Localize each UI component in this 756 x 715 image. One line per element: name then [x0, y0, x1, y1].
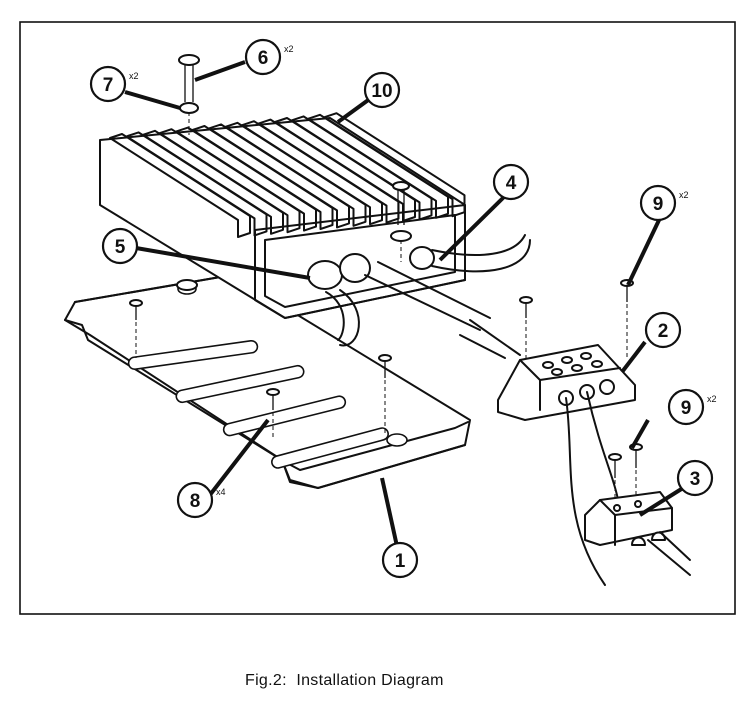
mounting-bracket [64, 274, 471, 489]
bracket-slot [175, 364, 305, 404]
heatsink-fin [323, 112, 466, 218]
callout-number: 5 [115, 237, 126, 258]
callout-circle [381, 541, 419, 579]
callout-circle [676, 459, 714, 497]
heatsink-fin [109, 133, 251, 238]
assembly-guide-lines [135, 112, 637, 505]
heatsink-fin [191, 125, 334, 230]
bracket-slot [127, 339, 259, 371]
heatsink-fin [290, 115, 433, 221]
callout-quantity: x2 [707, 394, 717, 404]
callout-7: 7 x2 [89, 65, 139, 103]
cable-gland [307, 260, 343, 290]
cable-gland-nut [339, 253, 371, 283]
heatsink-fin [241, 120, 383, 226]
cable-gland [409, 246, 435, 270]
callout-number: 2 [658, 321, 669, 342]
heatsink-fin [158, 128, 301, 234]
bracket-slot [271, 427, 389, 469]
heatsink-fin [307, 113, 449, 219]
callout-5: 5 [101, 227, 139, 265]
callout-number: 6 [258, 48, 269, 69]
callout-number: 3 [690, 469, 701, 490]
callout-9: 9 x2 [639, 184, 689, 222]
bracket-mount-hole [386, 433, 408, 447]
heatsink-fin [125, 131, 268, 237]
callouts: 1 2 3 4 5 6 x2 7 x2 8 x4 9 x2 9 x2 10 [89, 38, 717, 579]
callout-circle [644, 311, 682, 349]
callout-circle [492, 163, 530, 201]
heatsink-fin [175, 126, 317, 232]
callout-8: 8 x4 [176, 481, 226, 519]
figure-caption: Fig.2: Installation Diagram [245, 672, 444, 690]
callout-quantity: x2 [284, 44, 294, 54]
callout-circle [176, 481, 214, 519]
junction-box [497, 344, 636, 586]
callout-number: 10 [371, 81, 392, 102]
heatsink-fin [142, 129, 284, 235]
callout-number: 4 [506, 173, 517, 194]
callout-circle [667, 388, 705, 426]
callout-circle [244, 38, 282, 76]
callout-circle [101, 227, 139, 265]
callout-number: 1 [395, 551, 406, 572]
callout-2: 2 [644, 311, 682, 349]
callout-number: 9 [681, 398, 692, 419]
caption-label: Fig.2: [245, 672, 287, 689]
heatsink-fin [274, 117, 416, 222]
callout-leaders [124, 60, 685, 561]
caption-title: Installation Diagram [296, 672, 444, 689]
terminal-block [584, 491, 691, 576]
heatsink-fin [224, 121, 367, 227]
callout-circle [89, 65, 127, 103]
callout-number: 7 [103, 75, 114, 96]
bracket-slot [222, 395, 347, 437]
callout-4: 4 [492, 163, 530, 201]
callout-quantity: x4 [216, 487, 226, 497]
callout-number: 9 [653, 194, 664, 215]
callout-3: 3 [676, 459, 714, 497]
callout-6: 6 x2 [244, 38, 294, 76]
callout-quantity: x2 [129, 71, 139, 81]
callout-circle [639, 184, 677, 222]
callout-9: 9 x2 [667, 388, 717, 426]
callout-1: 1 [381, 541, 419, 579]
main-cable [364, 261, 521, 359]
heatsink-fin [208, 123, 350, 229]
diagram-frame [19, 21, 736, 615]
power-unit-heatsink [99, 54, 531, 347]
callout-10: 10 [363, 71, 401, 109]
callout-circle [363, 71, 401, 109]
callout-quantity: x2 [679, 190, 689, 200]
callout-number: 8 [190, 491, 201, 512]
